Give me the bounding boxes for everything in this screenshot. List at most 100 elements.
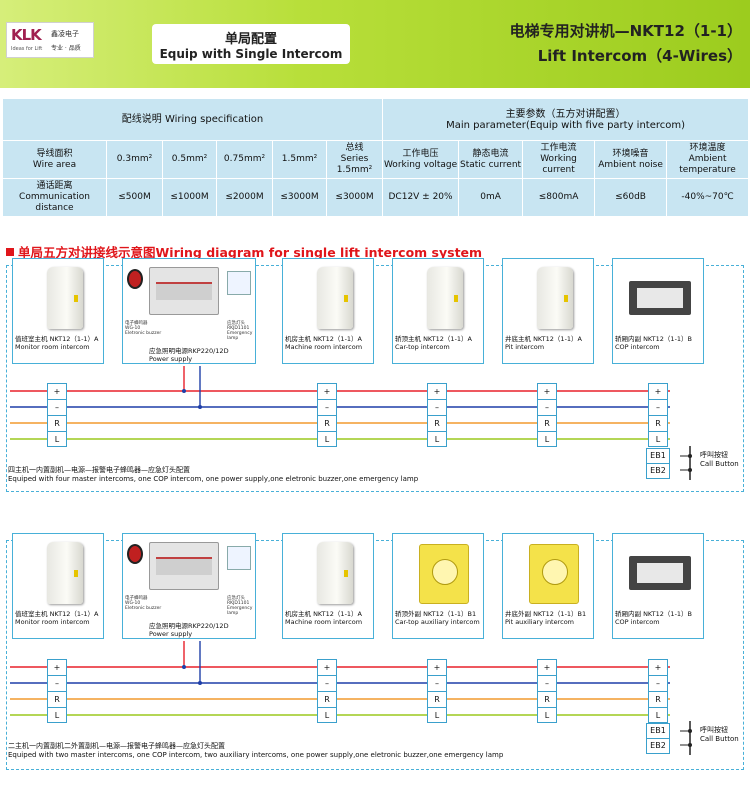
spec-table: 配线说明 Wiring specification 主要参数（五方对讲配置） M…	[1, 98, 750, 217]
diagram1-wires	[10, 366, 692, 480]
eb2-terminal: EB2	[646, 738, 670, 754]
logo-company-name: 鑫凌电子	[51, 30, 79, 38]
wiring-diagram-1	[6, 265, 744, 492]
handset-image	[19, 265, 99, 329]
company-logo: KLK Ideas for Lift 鑫凌电子 专业 · 品质	[6, 22, 94, 58]
logo-mark: KLK	[11, 26, 42, 44]
param-cn: 环境噪音	[612, 148, 649, 159]
logo-subtitle: Ideas for Lift	[11, 46, 43, 52]
handset-image	[289, 540, 369, 604]
param-en: Static current	[460, 159, 522, 170]
diagram2-wires	[10, 641, 692, 755]
distance-cell: ≤500M	[106, 178, 163, 217]
param-value: ≤800mA	[522, 178, 596, 217]
eb1-terminal: EB1	[646, 723, 670, 739]
eb2-terminal: EB2	[646, 463, 670, 479]
main-param-title-en: Main parameter(Equip with five party int…	[446, 119, 686, 131]
cop-panel-image	[619, 265, 699, 329]
distance-cell: ≤1000M	[162, 178, 217, 217]
main-param-title-cn: 主要参数（五方对讲配置）	[505, 108, 626, 120]
bullet-square-icon	[6, 248, 14, 256]
eb1-terminal: EB1	[646, 448, 670, 464]
junction-dot	[198, 681, 202, 685]
call-button-dot	[688, 468, 692, 472]
param-value: ≤60dB	[594, 178, 668, 217]
junction-dot	[182, 665, 186, 669]
section-title: 单局五方对讲接线示意图Wiring diagram for single lif…	[6, 242, 482, 261]
emergency-lamp-icon	[227, 546, 251, 570]
product-title: 电梯专用对讲机—NKT12（1-1） Lift Intercom（4-Wires…	[510, 20, 742, 66]
handset-image	[19, 540, 99, 604]
distance-cell: ≤3000M	[272, 178, 327, 217]
handset-image	[289, 265, 369, 329]
param-en: Ambient temperature	[679, 154, 736, 175]
comm-distance-en: Communication distance	[19, 192, 90, 213]
series-en: Series 1.5mm²	[336, 154, 373, 175]
main-param-title: 主要参数（五方对讲配置） Main parameter(Equip with f…	[382, 98, 750, 141]
logo-slogan: 专业 · 品质	[51, 45, 81, 52]
buzzer-icon	[127, 269, 143, 289]
config-tab: 单局配置 Equip with Single Intercom	[152, 24, 350, 64]
param-value: -40%~70℃	[666, 178, 750, 217]
wiring-spec-title: 配线说明 Wiring specification	[1, 98, 384, 141]
junction-dot	[198, 405, 202, 409]
cop-panel-image	[619, 540, 699, 604]
junction-dot	[182, 389, 186, 393]
aux-intercom-image	[509, 540, 589, 604]
wire-area-cell: 0.75mm²	[216, 140, 273, 179]
call-button-dot	[688, 743, 692, 747]
psu-image	[149, 267, 219, 315]
param-cn: 工作电流	[540, 143, 577, 153]
param-en: Working current	[540, 154, 577, 175]
call-button-dot	[688, 454, 692, 458]
psu-image	[149, 542, 219, 590]
buzzer-icon	[127, 544, 143, 564]
param-value: 0mA	[458, 178, 524, 217]
product-title-en: Lift Intercom（4-Wires）	[537, 47, 742, 65]
product-title-cn: 电梯专用对讲机—NKT12（1-1）	[509, 22, 742, 40]
param-value: DC12V ± 20%	[382, 178, 460, 217]
wire-area-cell: 0.5mm²	[162, 140, 217, 179]
config-tab-cn: 单局配置	[224, 32, 277, 47]
param-en: Ambient noise	[598, 159, 663, 170]
comm-distance-cn: 通话距离	[36, 181, 73, 191]
param-cn: 静态电流	[472, 148, 509, 159]
